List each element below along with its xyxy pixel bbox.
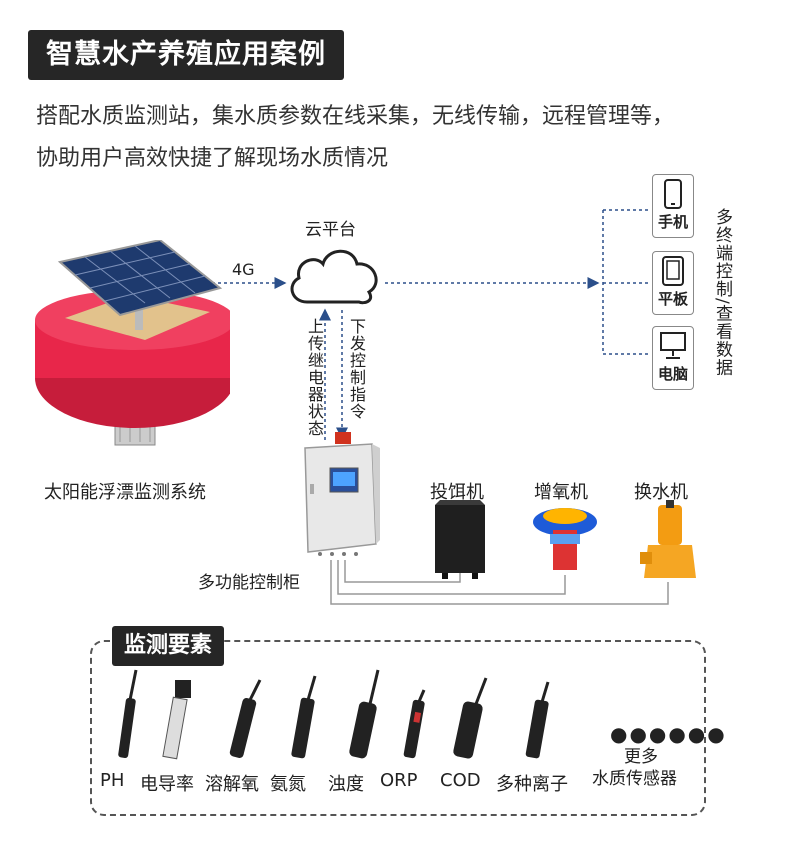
cloud-icon: [290, 249, 378, 305]
orp-sensor-icon: [403, 689, 426, 759]
buoy-label: 太阳能浮漂监测系统: [44, 482, 206, 503]
tablet-icon: [662, 256, 684, 286]
terminal-computer: 电脑: [652, 326, 694, 390]
sensor-label-ammonia: 氨氮: [270, 774, 306, 795]
cod-sensor-icon: [453, 677, 488, 759]
sensor-label-cod: COD: [440, 770, 481, 791]
description-line-2: 协助用户高效快捷了解现场水质情况: [36, 146, 389, 171]
relay-status-label: 上传继电器状态: [305, 318, 324, 437]
turbidity-sensor-icon: [349, 669, 380, 759]
ph-sensor-icon: [118, 669, 138, 759]
sensor-label-conductivity: 电导率: [140, 774, 194, 795]
sensor-label-ph: PH: [100, 770, 125, 791]
terminal-tablet-label: 平板: [657, 290, 688, 308]
solar-buoy: [20, 238, 235, 475]
ammonia-sensor-icon: [291, 675, 317, 759]
more-label-line-1: 更多: [624, 747, 658, 767]
control-command-label: 下发控制指令: [347, 318, 366, 420]
cloud-label: 云平台: [305, 220, 356, 240]
sensor-label-ions: 多种离子: [496, 774, 568, 795]
phone-icon: [664, 179, 682, 209]
cabinet-label: 多功能控制柜: [198, 573, 300, 593]
dissolved-oxygen-sensor-icon: [229, 679, 262, 758]
equipment-aerator-label: 增氧机: [534, 482, 588, 503]
sensor-probes: [118, 669, 550, 760]
ion-sensor-icon: [525, 681, 550, 759]
conductivity-sensor-icon: [162, 680, 191, 760]
feeder-icon: [435, 500, 485, 579]
cabinet-icon: [304, 432, 380, 556]
control-cabinet: [300, 432, 380, 562]
aerator-icon: [533, 508, 597, 570]
description-line-1: 搭配水质监测站，集水质参数在线采集，无线传输，远程管理等，: [36, 104, 675, 129]
sensor-label-dissolved-oxygen: 溶解氧: [205, 774, 259, 795]
more-label-line-2: 水质传感器: [592, 769, 677, 789]
sensor-label-turbidity: 浊度: [328, 774, 364, 795]
terminal-phone-label: 手机: [657, 213, 688, 231]
monitoring-section: [90, 640, 706, 816]
computer-icon: [660, 332, 686, 359]
more-dots-icon: ●●●●●●: [610, 722, 727, 746]
terminal-computer-label: 电脑: [657, 365, 688, 383]
terminal-tablet: 平板: [652, 251, 694, 315]
monitoring-title: 监测要素: [112, 626, 225, 666]
terminal-phone: 手机: [652, 174, 694, 238]
link-label: 4G: [232, 260, 255, 279]
solar-buoy-icon: [35, 238, 235, 446]
equipment-pump-label: 换水机: [634, 482, 688, 503]
page-title: 智慧水产养殖应用案例: [28, 30, 344, 80]
equipment-feeder-label: 投饵机: [430, 482, 484, 503]
sensor-label-orp: ORP: [380, 770, 418, 791]
terminal-note: 多终端控制/查看数据: [712, 208, 732, 377]
pump-icon: [640, 500, 696, 578]
